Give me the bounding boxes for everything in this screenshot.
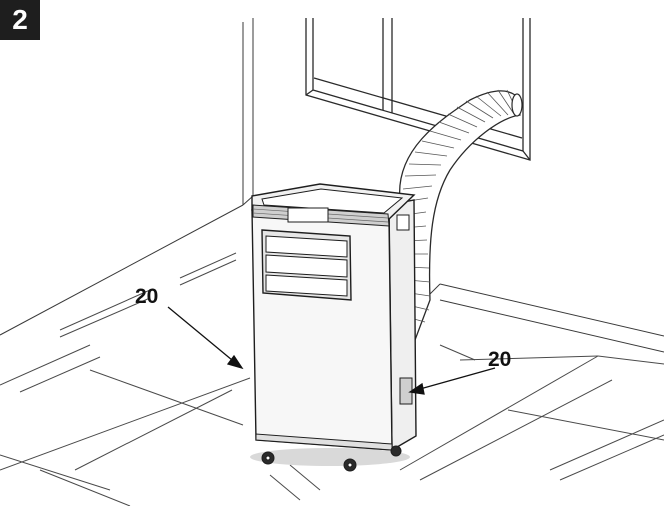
floor-tiles	[0, 252, 664, 506]
leader-arrows	[167, 306, 496, 395]
exhaust-hose	[399, 89, 523, 341]
air-conditioner-unit	[251, 183, 417, 452]
window-frame	[305, 18, 531, 161]
room-walls	[0, 18, 664, 353]
left-leader-line	[167, 306, 233, 361]
unit-shadow	[250, 448, 410, 466]
right-arrowhead	[408, 382, 425, 395]
casters	[261, 445, 402, 472]
callout-label-left: 20	[135, 285, 159, 308]
left-arrowhead	[226, 354, 244, 370]
right-leader-line	[419, 367, 496, 390]
figure-number-badge: 2	[0, 0, 40, 40]
callout-label-right: 20	[488, 348, 512, 371]
